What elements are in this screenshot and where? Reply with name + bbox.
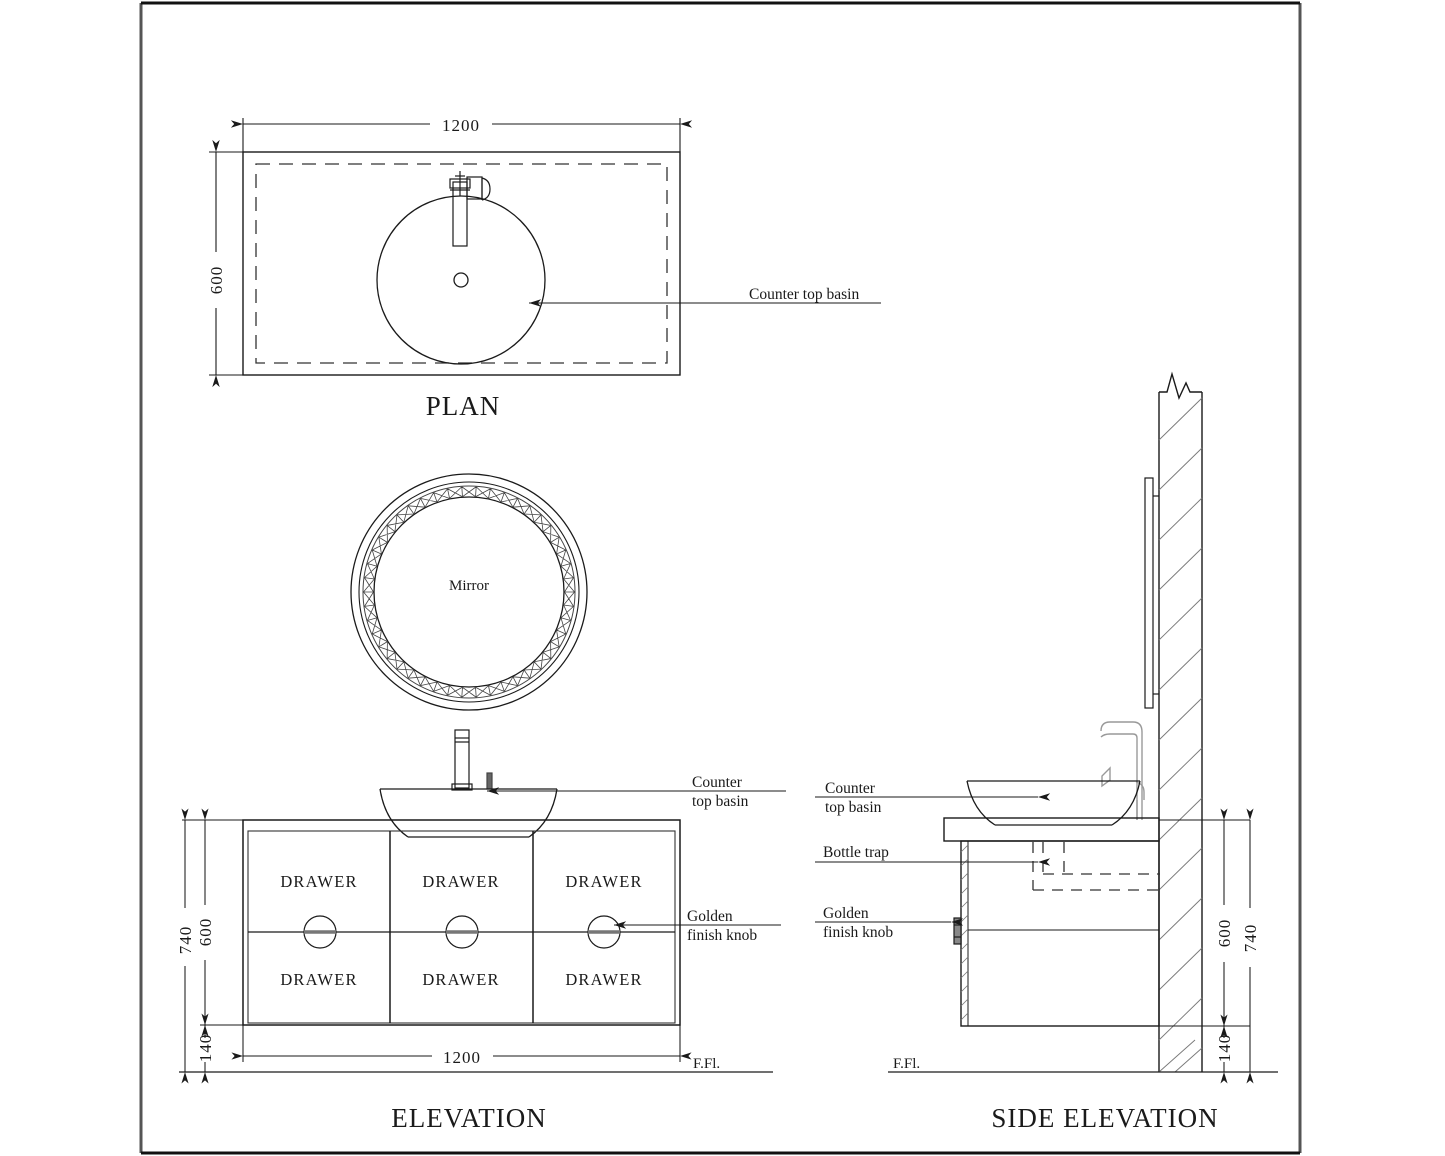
elevation-drawer-label: DRAWER — [422, 970, 499, 989]
plan-dim-depth — [209, 139, 243, 388]
plan-basin-drain — [453, 272, 469, 288]
side-callout-knob-line1: Golden — [823, 905, 869, 922]
plan-view: 1200 600 Counter top basin PLAN — [207, 116, 881, 421]
plan-counter-outline — [242, 151, 681, 376]
elevation-mirror: Mirror — [350, 473, 588, 711]
side-basin — [966, 780, 1141, 826]
side-dim-740-label: 740 — [1241, 924, 1260, 953]
elevation-dim-140 — [200, 1013, 232, 1084]
side-floor-label: F.Fl. — [893, 1056, 920, 1072]
plan-view-title: PLAN — [426, 391, 501, 421]
mirror-ring-hatching — [363, 486, 575, 698]
side-dim-600-label: 600 — [1215, 919, 1234, 948]
elevation-callout-knob-line1: Golden — [687, 908, 733, 925]
elevation-dim-600-label: 600 — [196, 918, 215, 947]
sheet-frame — [139, 1, 1302, 1155]
side-dim-740 — [1240, 808, 1262, 1084]
side-faucet-icon — [1100, 721, 1145, 820]
elevation-knob — [303, 915, 337, 949]
elevation-drawer-label: DRAWER — [565, 872, 642, 891]
side-callout-basin-line2: top basin — [825, 799, 882, 816]
side-elevation-view: Counter top basin Bottle trap Golden fin… — [815, 371, 1278, 1133]
side-bottle-trap — [1032, 842, 1160, 891]
plan-counter-inner-dashed — [255, 163, 668, 364]
side-callout-trap-label: Bottle trap — [823, 844, 889, 861]
side-knob — [953, 917, 962, 945]
plan-dim-width-label: 1200 — [442, 116, 480, 135]
elevation-dim-width-label: 1200 — [443, 1048, 481, 1067]
elevation-callout-basin-line1: Counter — [692, 774, 743, 791]
plan-basin-circle — [376, 195, 546, 365]
elevation-drawer-label: DRAWER — [565, 970, 642, 989]
side-wall-hatching — [1158, 397, 1203, 1073]
elevation-callout-basin-line2: top basin — [692, 793, 749, 810]
mirror-label: Mirror — [449, 578, 489, 594]
elevation-drawer-label: DRAWER — [280, 872, 357, 891]
plan-callout-basin-label: Counter top basin — [749, 286, 859, 303]
side-mirror-strip — [1144, 477, 1159, 709]
elevation-cabinet-front — [247, 830, 676, 1024]
elevation-dim-width — [231, 1025, 692, 1062]
plan-dim-width — [230, 118, 693, 152]
mirror-mid-ring — [358, 481, 580, 703]
mirror-outer-ring — [350, 473, 588, 711]
mirror-hatch-ring-outer — [362, 485, 576, 699]
side-elevation-view-title: SIDE ELEVATION — [991, 1103, 1218, 1133]
elevation-view-title: ELEVATION — [391, 1103, 546, 1133]
elevation-callout-knob-line2: finish knob — [687, 927, 757, 944]
elevation-drawer-label: DRAWER — [280, 970, 357, 989]
side-callout-basin-line1: Counter — [825, 780, 876, 797]
elevation-cabinet-outline — [242, 819, 681, 1026]
side-callout-knob-line2: finish knob — [823, 924, 893, 941]
mirror-inner-ring — [373, 496, 565, 688]
elevation-floor-label: F.Fl. — [693, 1056, 720, 1072]
plan-faucet-icon — [449, 171, 491, 247]
elevation-faucet-icon — [451, 729, 493, 791]
elevation-knob — [445, 915, 479, 949]
elevation-knob — [587, 915, 621, 949]
elevation-view: DRAWER DRAWER DRAWER DRAWER DRAWER DRAWE… — [176, 729, 786, 1133]
side-dim-600 — [1159, 808, 1250, 1038]
elevation-drawer-label: DRAWER — [422, 872, 499, 891]
plan-dim-depth-label: 600 — [207, 266, 226, 295]
side-dim-140-label: 140 — [1215, 1034, 1234, 1063]
elevation-dim-740-label: 740 — [176, 926, 195, 955]
elevation-dim-140-label: 140 — [196, 1034, 215, 1063]
